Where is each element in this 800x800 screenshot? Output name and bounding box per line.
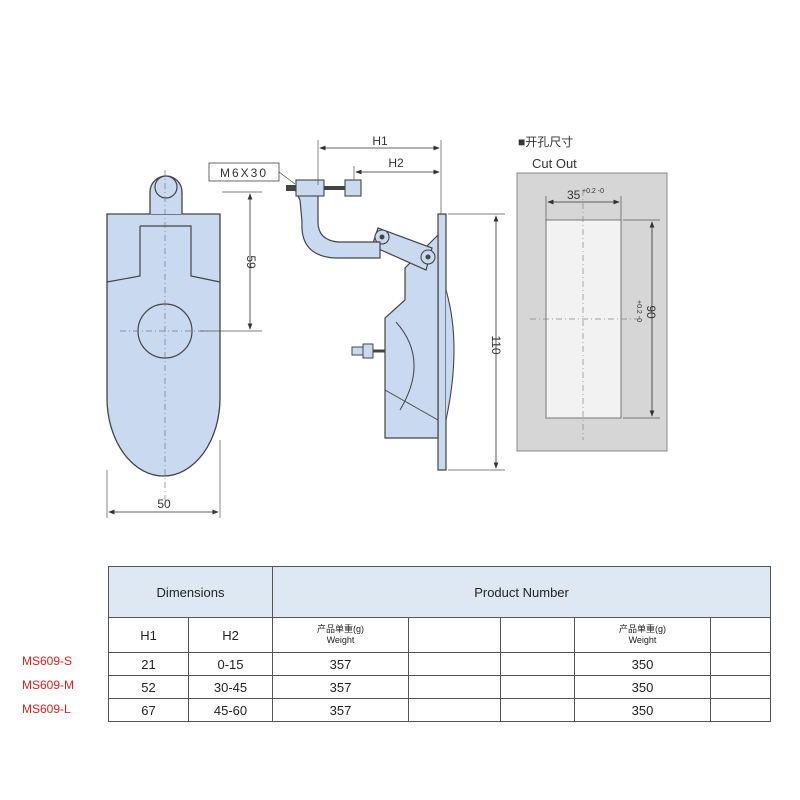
- spec-table-wrap: Dimensions Product Number H1 H2 产品单重(g) …: [107, 566, 772, 724]
- row-empty: [710, 675, 772, 699]
- weight-label-en-b: Weight: [628, 635, 657, 645]
- row-empty: [500, 698, 576, 722]
- empty-header-2: [500, 617, 576, 653]
- dim-h2-label: H2: [388, 156, 404, 170]
- row-h2: 45-60: [187, 698, 274, 722]
- dimensions-header: Dimensions: [107, 566, 274, 618]
- weight-header-b: 产品单重(g) Weight: [574, 617, 712, 653]
- model-labels: MS609-S MS609-M MS609-L: [22, 650, 112, 722]
- side-view: M6X30 H1 H2 110: [208, 134, 505, 471]
- row-weight-a: 357: [272, 675, 410, 699]
- row-h1: 21: [108, 652, 189, 676]
- cutout-height-label: 90: [644, 305, 658, 319]
- row-h2: 0-15: [187, 652, 274, 676]
- empty-header-3: [710, 617, 772, 653]
- side-hook: [295, 191, 381, 259]
- table-row: 67 45-60 357 350: [108, 698, 772, 722]
- cutout-title-en: Cut Out: [532, 156, 577, 171]
- ear-hole: [154, 175, 178, 199]
- row-weight-a: 357: [272, 652, 410, 676]
- technical-drawing: 59 50 M6X30: [106, 134, 668, 518]
- side-plate: [437, 213, 447, 471]
- row-empty: [500, 675, 576, 699]
- cutout-width-tol: +0.2 -0: [582, 188, 604, 195]
- col-h2-header: H2: [187, 617, 274, 653]
- front-view: 59 50: [106, 170, 262, 518]
- col-h1-header: H1: [108, 617, 189, 653]
- row-empty: [408, 698, 502, 722]
- row-empty: [500, 652, 576, 676]
- model-label-l: MS609-L: [22, 702, 71, 716]
- cutout-width-label: 35: [567, 188, 581, 202]
- table-row: 52 30-45 357 350: [108, 675, 772, 699]
- row-empty: [408, 652, 502, 676]
- dim-50-label: 50: [157, 497, 171, 511]
- weight-header-a: 产品单重(g) Weight: [272, 617, 410, 653]
- weight-label-cn-b: 产品单重(g): [619, 624, 667, 634]
- weight-label-cn: 产品单重(g): [317, 624, 365, 634]
- row-empty: [408, 675, 502, 699]
- row-weight-b: 350: [574, 698, 712, 722]
- dim-110-label: 110: [489, 335, 503, 354]
- weight-label-en: Weight: [326, 635, 355, 645]
- spec-table: Dimensions Product Number H1 H2 产品单重(g) …: [107, 566, 772, 722]
- table-row: 21 0-15 357 350: [108, 652, 772, 676]
- empty-header-1: [408, 617, 502, 653]
- row-h2: 30-45: [187, 675, 274, 699]
- cutout-height-tol: +0.2 -0: [635, 300, 642, 322]
- model-label-s: MS609-S: [22, 654, 73, 668]
- dim-h1-label: H1: [372, 134, 388, 148]
- product-number-header: Product Number: [272, 566, 772, 618]
- row-weight-a: 357: [272, 698, 410, 722]
- side-body: [384, 233, 439, 439]
- model-label-m: MS609-M: [22, 678, 75, 692]
- row-empty: [710, 698, 772, 722]
- row-empty: [710, 652, 772, 676]
- row-h1: 52: [108, 675, 189, 699]
- front-slot: [106, 225, 221, 283]
- cutout-view: ■开孔尺寸 Cut Out 35 +0.2 -0 90 +0.2 -0: [516, 135, 668, 452]
- dim-59-label: 59: [244, 255, 258, 269]
- row-weight-b: 350: [574, 652, 712, 676]
- bolt-label: M6X30: [220, 166, 268, 180]
- row-weight-b: 350: [574, 675, 712, 699]
- cutout-title-cn: ■开孔尺寸: [518, 135, 573, 149]
- row-h1: 67: [108, 698, 189, 722]
